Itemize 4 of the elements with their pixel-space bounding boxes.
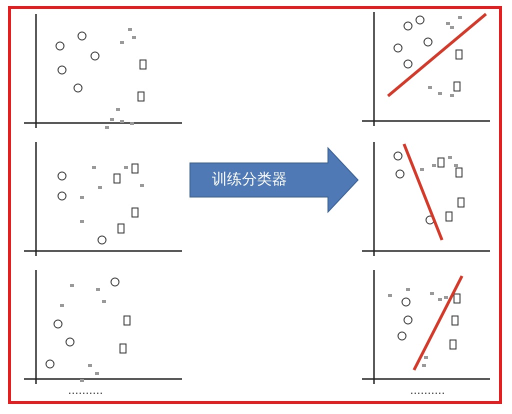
ellipsis-note: .......... bbox=[410, 384, 445, 397]
edge-label: 训练分类器 bbox=[212, 170, 287, 189]
ellipsis-note: .......... bbox=[68, 384, 103, 397]
block-arrow bbox=[190, 146, 359, 214]
